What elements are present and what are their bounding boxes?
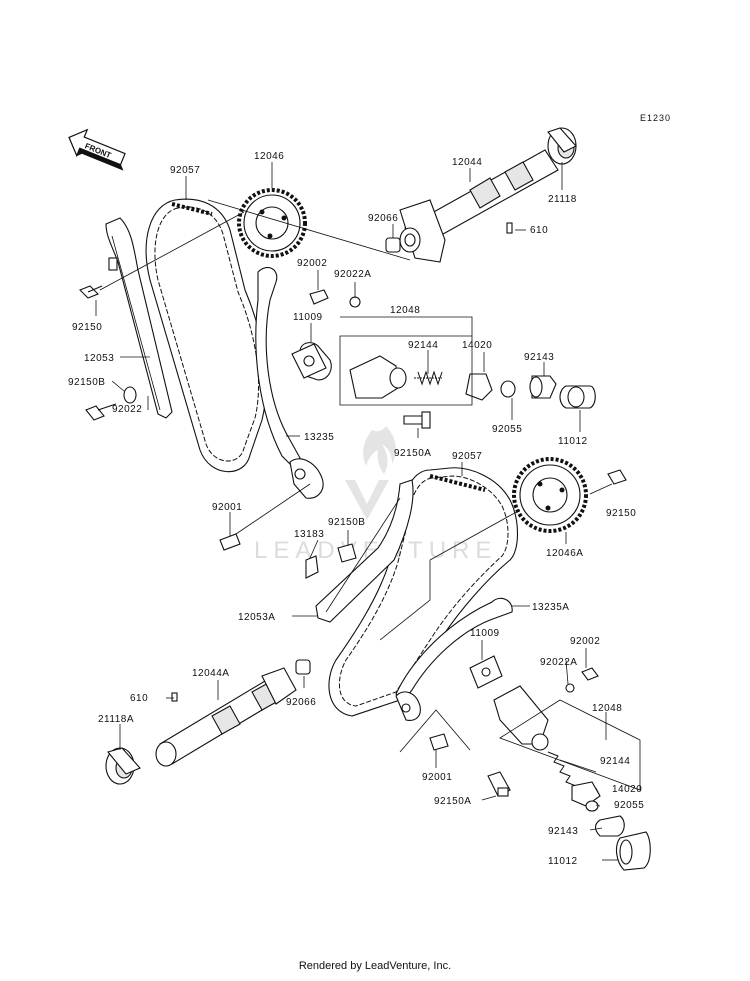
label-92150B-left[interactable]: 92150B bbox=[68, 377, 105, 388]
chain-tensioner-guide-lower bbox=[395, 597, 513, 721]
label-92002-lower[interactable]: 92002 bbox=[570, 636, 600, 647]
front-arrow-icon: FRONT bbox=[68, 128, 126, 171]
label-92143-lower[interactable]: 92143 bbox=[548, 826, 578, 837]
bracket-13183 bbox=[305, 543, 357, 579]
label-21118[interactable]: 21118 bbox=[548, 194, 577, 205]
label-12048-lower[interactable]: 12048 bbox=[592, 703, 622, 714]
label-92150-lower[interactable]: 92150 bbox=[606, 508, 636, 519]
dowel-pin-lower bbox=[171, 692, 178, 702]
chain-tensioner-lower bbox=[469, 655, 651, 871]
label-92057-lower[interactable]: 92057 bbox=[452, 451, 482, 462]
chain-tensioner-guide-upper bbox=[255, 267, 324, 499]
bushing-lower bbox=[295, 659, 311, 675]
camshaft-upper bbox=[399, 149, 559, 263]
camshaft-lower bbox=[155, 667, 297, 767]
label-92144-lower[interactable]: 92144 bbox=[600, 756, 630, 767]
label-14020-lower[interactable]: 14020 bbox=[612, 784, 642, 795]
label-92150-upper[interactable]: 92150 bbox=[72, 322, 102, 333]
label-11012-upper[interactable]: 11012 bbox=[558, 436, 588, 447]
label-12053A[interactable]: 12053A bbox=[238, 612, 275, 623]
bolt-92001-lower bbox=[429, 733, 449, 751]
label-12048-upper[interactable]: 12048 bbox=[390, 305, 420, 316]
cam-cap-lower bbox=[105, 747, 141, 785]
label-92066-upper[interactable]: 92066 bbox=[368, 213, 398, 224]
label-11012-lower[interactable]: 11012 bbox=[548, 856, 578, 867]
cam-sprocket-lower bbox=[512, 457, 588, 533]
chain-guide-lower bbox=[315, 479, 414, 623]
label-610-lower[interactable]: 610 bbox=[130, 693, 148, 704]
label-92150A-lower[interactable]: 92150A bbox=[434, 796, 471, 807]
diagram-code: E1230 bbox=[640, 113, 672, 123]
label-92055-lower[interactable]: 92055 bbox=[614, 800, 644, 811]
label-11009-lower[interactable]: 11009 bbox=[470, 628, 500, 639]
chain-tensioner-upper bbox=[291, 289, 596, 429]
bolt-92150-upper bbox=[79, 285, 103, 299]
label-92150A-upper[interactable]: 92150A bbox=[394, 448, 431, 459]
label-92001-lower[interactable]: 92001 bbox=[422, 772, 452, 783]
bolt-92001-upper bbox=[219, 533, 241, 551]
cam-cap-upper bbox=[547, 127, 577, 165]
label-21118A[interactable]: 21118A bbox=[98, 714, 134, 725]
label-12046A[interactable]: 12046A bbox=[546, 548, 583, 559]
cam-sprocket-upper bbox=[237, 188, 307, 258]
label-11009-upper[interactable]: 11009 bbox=[293, 312, 323, 323]
label-12044A[interactable]: 12044A bbox=[192, 668, 229, 679]
bushing-upper bbox=[385, 237, 401, 253]
label-92150B-mid[interactable]: 92150B bbox=[328, 517, 365, 528]
label-92002-upper[interactable]: 92002 bbox=[297, 258, 327, 269]
label-14020-upper[interactable]: 14020 bbox=[462, 340, 492, 351]
label-12044[interactable]: 12044 bbox=[452, 157, 482, 168]
label-92057-upper[interactable]: 92057 bbox=[170, 165, 200, 176]
label-92143-upper[interactable]: 92143 bbox=[524, 352, 554, 363]
label-92055-upper[interactable]: 92055 bbox=[492, 424, 522, 435]
label-13235[interactable]: 13235 bbox=[304, 432, 334, 443]
bolt-92150-lower bbox=[607, 469, 627, 485]
label-92022A-lower[interactable]: 92022A bbox=[540, 657, 577, 668]
label-13235A[interactable]: 13235A bbox=[532, 602, 569, 613]
chain-guide-upper bbox=[105, 217, 173, 419]
bolt-and-washer-left bbox=[85, 386, 137, 421]
dowel-pin-upper bbox=[506, 222, 513, 234]
label-92001-upper[interactable]: 92001 bbox=[212, 502, 242, 513]
label-92022[interactable]: 92022 bbox=[112, 404, 142, 415]
label-610-upper[interactable]: 610 bbox=[530, 225, 548, 236]
label-92144-upper[interactable]: 92144 bbox=[408, 340, 438, 351]
label-12046[interactable]: 12046 bbox=[254, 151, 284, 162]
part-labels: 92057 12046 12044 21118 92066 610 92002 … bbox=[68, 151, 644, 867]
leader-lines bbox=[95, 162, 618, 861]
cam-chain-upper bbox=[145, 198, 267, 473]
footer-credit: Rendered by LeadVenture, Inc. bbox=[298, 960, 452, 972]
label-12053[interactable]: 12053 bbox=[84, 353, 114, 364]
label-92066-lower[interactable]: 92066 bbox=[286, 697, 316, 708]
label-92022A-upper[interactable]: 92022A bbox=[334, 269, 371, 280]
label-13183[interactable]: 13183 bbox=[294, 529, 324, 540]
